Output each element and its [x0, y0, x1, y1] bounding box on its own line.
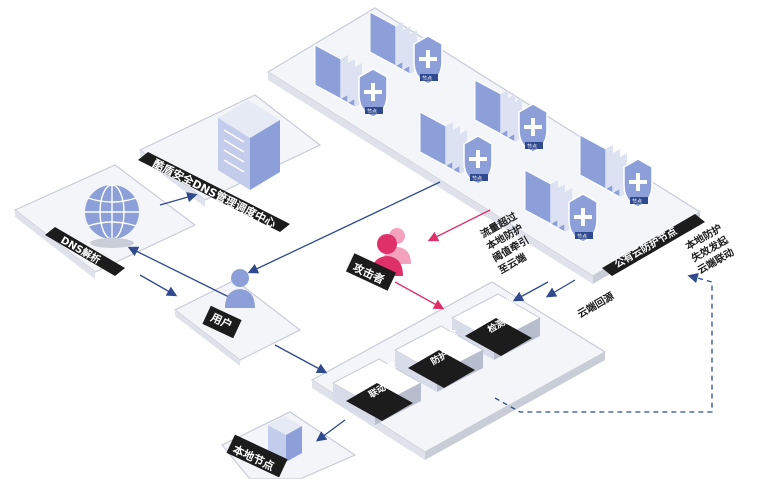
arrow-dns-to-user [139, 274, 178, 297]
arrow-local-to-node [315, 419, 346, 442]
arrow-attack-to-cloud [427, 209, 491, 242]
arrow-cloud-return [545, 279, 576, 298]
globe-icon [85, 184, 139, 248]
local-node-box-icon [268, 416, 302, 462]
label-user: 用户 [202, 305, 242, 339]
arrow-user-to-dns [127, 246, 236, 301]
shield-badge-text: 节点 [472, 176, 482, 182]
shield-badge-text: 节点 [577, 234, 587, 240]
server-shield-group: 节点 [524, 169, 598, 243]
server-shield-group: 节点 [474, 79, 548, 153]
arrow-cloud-to-user [247, 181, 441, 274]
shield-badge-text: 节点 [367, 109, 377, 115]
arrow-user-to-local [274, 344, 328, 374]
server-shield-group: 节点 [579, 134, 653, 208]
user-person-icon [225, 269, 255, 308]
shield-badge-text: 节点 [632, 199, 642, 205]
arrow-fallback-linkage [494, 273, 713, 413]
shield-badge-text: 节点 [527, 144, 537, 150]
arrow-attack-to-local [394, 281, 445, 310]
server-shield-group: 节点 [314, 44, 388, 118]
server-shield-group: 节点 [369, 11, 443, 85]
dns-center-server-icon [218, 100, 280, 190]
shield-badge-text: 节点 [422, 76, 432, 82]
cloud-return-label: 云端回源 [575, 289, 616, 320]
flow-arrows [127, 181, 713, 442]
server-shield-group: 节点 [419, 111, 493, 185]
arrow-dns-to-center [159, 192, 198, 206]
arrow-cloud-to-local [512, 281, 549, 302]
